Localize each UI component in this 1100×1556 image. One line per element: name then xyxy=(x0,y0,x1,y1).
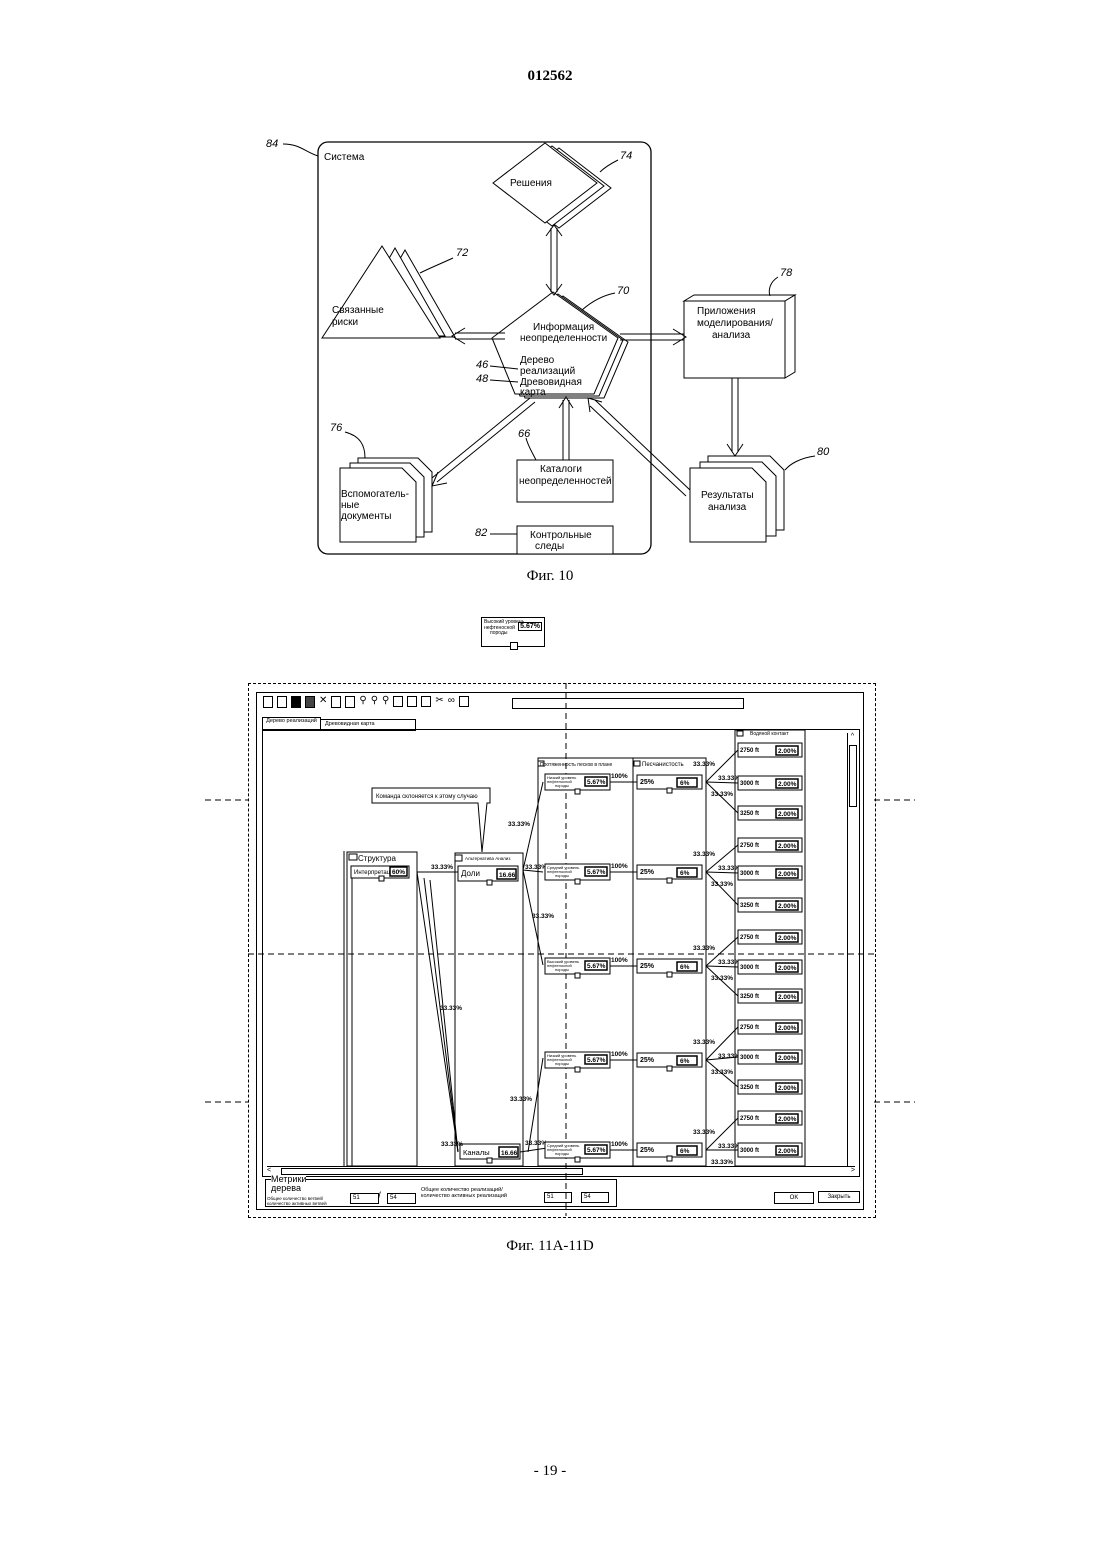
depth-value: 3000 ft xyxy=(740,1055,759,1061)
level-node-value: 5.67% xyxy=(587,1057,606,1064)
page-number: - 19 - xyxy=(0,1463,1100,1480)
pct-channels: 33.33% xyxy=(441,1141,463,1148)
porosity-pct: 6% xyxy=(680,1148,690,1155)
depth-value: 2750 ft xyxy=(740,748,759,754)
depth-pct: 2.00% xyxy=(778,871,797,878)
depth-pct: 2.00% xyxy=(778,748,797,755)
depth-value: 3000 ft xyxy=(740,965,759,971)
pct-depth: 33.33% xyxy=(693,761,715,768)
pct-l3: 33.33% xyxy=(532,913,554,920)
shares-value: 16.66 xyxy=(499,872,516,879)
pct-depth: 33.33% xyxy=(711,791,733,798)
depth-pct: 2.00% xyxy=(778,965,797,972)
pct-100: 100% xyxy=(611,773,628,780)
pct-depth: 33.33% xyxy=(693,1039,715,1046)
figure-11-caption: Фиг. 11А-11D xyxy=(0,1238,1100,1255)
pct-l5: 33.33% xyxy=(525,1140,547,1147)
pct-100: 100% xyxy=(611,863,628,870)
structure-collapse-icon xyxy=(349,854,357,860)
pct-depth: 33.33% xyxy=(711,1159,733,1166)
depth-value: 3000 ft xyxy=(740,871,759,877)
depth-value: 3250 ft xyxy=(740,811,759,817)
pct-mid: 33.33% xyxy=(440,1005,462,1012)
tree-diagram: Команда склоняется к этому случаю Структ… xyxy=(0,0,1100,1240)
depth-pct: 2.00% xyxy=(778,1148,797,1155)
pct-l1: 33.33% xyxy=(508,821,530,828)
shares-header: Альтернатива Анализ xyxy=(465,856,510,861)
depth-pct: 2.00% xyxy=(778,811,797,818)
porosity-pct: 6% xyxy=(680,780,690,787)
depth-pct: 2.00% xyxy=(778,1055,797,1062)
level-node-label: породы xyxy=(555,783,569,788)
interpretation-value: 60% xyxy=(392,869,405,876)
porosity-value: 25% xyxy=(640,1057,655,1064)
porosity-value: 25% xyxy=(640,869,655,876)
pct-depth: 33.33% xyxy=(718,865,740,872)
channels-label: Каналы xyxy=(463,1148,490,1157)
pct-depth: 33.33% xyxy=(711,1069,733,1076)
callout-text: Команда склоняется к этому случаю xyxy=(376,794,478,800)
porosity-pct: 6% xyxy=(680,964,690,971)
depth-pct: 2.00% xyxy=(778,1085,797,1092)
pct-depth: 33.33% xyxy=(711,881,733,888)
depth-pct: 2.00% xyxy=(778,935,797,942)
porosity-pct: 6% xyxy=(680,1058,690,1065)
pct-100: 100% xyxy=(611,1141,628,1148)
pct-depth: 33.33% xyxy=(718,1143,740,1150)
depth-pct: 2.00% xyxy=(778,903,797,910)
level-node-value: 5.67% xyxy=(587,1147,606,1154)
depth-value: 2750 ft xyxy=(740,1025,759,1031)
depth-pct: 2.00% xyxy=(778,781,797,788)
pct-depth: 33.33% xyxy=(693,945,715,952)
depth-value: 3000 ft xyxy=(740,781,759,787)
pct-depth: 33.33% xyxy=(718,775,740,782)
structure-title: Структура xyxy=(358,854,397,863)
porosity-pct: 6% xyxy=(680,870,690,877)
pct-l4: 33.33% xyxy=(510,1096,532,1103)
contact-header: Водяной контакт xyxy=(750,730,789,737)
depth-pct: 2.00% xyxy=(778,843,797,850)
pct-100: 100% xyxy=(611,1051,628,1058)
level-nodes: Низкий уровеньнефтеноснойпороды5.67%100%… xyxy=(545,773,637,1162)
depth-value: 3250 ft xyxy=(740,1085,759,1091)
level-node-label: породы xyxy=(555,1061,569,1066)
sand-header: Протяженность песков в плане xyxy=(540,762,613,768)
porosity-value: 25% xyxy=(640,1147,655,1154)
level-node-label: породы xyxy=(555,1151,569,1156)
level-node-label: породы xyxy=(555,967,569,972)
depth-value: 3250 ft xyxy=(740,994,759,1000)
pct-shares: 33.33% xyxy=(431,864,453,871)
pct-depth: 33.33% xyxy=(693,851,715,858)
pct-depth: 33.33% xyxy=(718,959,740,966)
depth-pct: 2.00% xyxy=(778,994,797,1001)
pct-depth: 33.33% xyxy=(711,975,733,982)
pct-100: 100% xyxy=(611,957,628,964)
pct-depth: 33.33% xyxy=(718,1053,740,1060)
depth-pct: 2.00% xyxy=(778,1025,797,1032)
depth-value: 2750 ft xyxy=(740,935,759,941)
level-node-value: 5.67% xyxy=(587,963,606,970)
depth-value: 3250 ft xyxy=(740,903,759,909)
level-node-value: 5.67% xyxy=(587,869,606,876)
porosity-value: 25% xyxy=(640,963,655,970)
channels-value: 16.66 xyxy=(501,1150,518,1157)
level-node-label: породы xyxy=(555,873,569,878)
level-node-value: 5.67% xyxy=(587,779,606,786)
depth-value: 2750 ft xyxy=(740,1116,759,1122)
depth-pct: 2.00% xyxy=(778,1116,797,1123)
porosity-value: 25% xyxy=(640,779,655,786)
pct-l2: 33.33% xyxy=(525,864,547,871)
shares-label: Доли xyxy=(461,869,480,878)
depth-value: 3000 ft xyxy=(740,1148,759,1154)
depth-nodes: 2750 ft 2.00% 3000 ft 2.00% 3250 ft 2.00% 2750… xyxy=(738,743,802,1157)
depth-value: 2750 ft xyxy=(740,843,759,849)
porosity-nodes: 25%6%33.33%33.33%33.33%25%6%33.33%33.33%… xyxy=(637,750,740,1166)
porosity-header: Песчанистость xyxy=(642,762,684,768)
pct-depth: 33.33% xyxy=(693,1129,715,1136)
